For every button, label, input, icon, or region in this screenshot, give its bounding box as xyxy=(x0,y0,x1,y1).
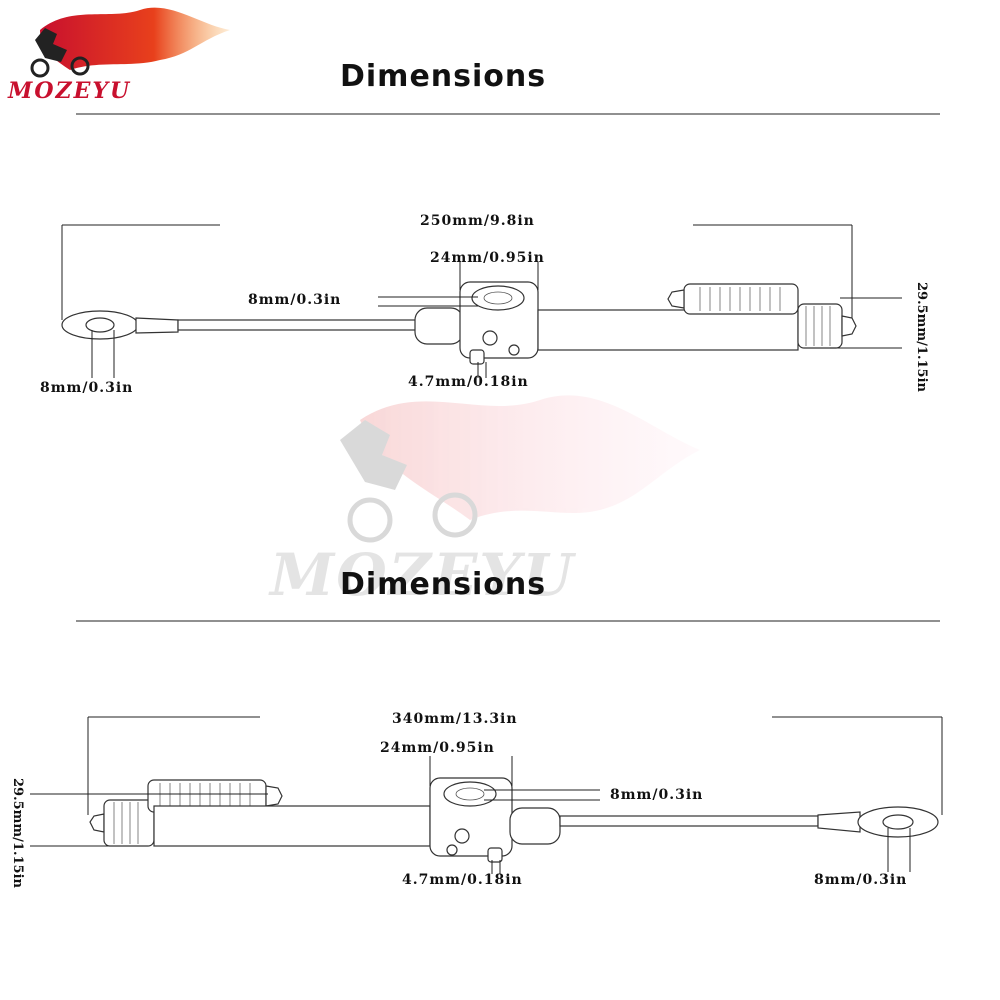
watermark-wheel-icon xyxy=(432,492,478,538)
brand-logo: MOZEYU xyxy=(7,7,230,104)
adjuster-cap xyxy=(667,289,685,309)
rider-silhouette-icon xyxy=(35,28,67,62)
knurled-adjuster xyxy=(683,283,799,315)
total-length-label: 250mm/9.8in xyxy=(420,213,535,229)
section-heading: Dimensions xyxy=(340,567,546,602)
mount-hole xyxy=(508,344,520,356)
body-width-label: 24mm/0.95in xyxy=(380,740,495,756)
threaded-end xyxy=(797,303,843,349)
mount-hole xyxy=(454,828,470,844)
watermark-rider-icon xyxy=(340,420,407,490)
thread-lines xyxy=(805,306,831,346)
mount-pin xyxy=(487,847,503,863)
threaded-end xyxy=(103,799,155,847)
threaded-tip xyxy=(841,315,857,337)
knurl-lines xyxy=(699,287,781,311)
wheel-icon xyxy=(30,58,50,78)
bore-upper-label: 8mm/0.3in xyxy=(248,292,341,308)
height-label: 29.5mm/1.15in xyxy=(914,282,929,393)
section-short-damper: Dimensions 250mm/9.8in xyxy=(40,59,940,396)
section-heading: Dimensions xyxy=(340,59,546,94)
center-clamp xyxy=(414,307,464,345)
piston-rod xyxy=(559,815,819,827)
mount-pin xyxy=(469,349,485,365)
center-clamp xyxy=(509,807,561,845)
bore-upper-label: 8mm/0.3in xyxy=(610,787,703,803)
rod-eye-neck xyxy=(817,811,861,833)
mount-bore xyxy=(443,781,497,807)
pin-label: 4.7mm/0.18in xyxy=(408,374,529,390)
total-length-label: 340mm/13.3in xyxy=(392,711,518,727)
rod-eye-neck xyxy=(135,317,179,334)
damper-body xyxy=(153,805,431,847)
height-label: 29.5mm/1.15in xyxy=(10,778,25,889)
watermark: MOZEYU xyxy=(268,395,700,609)
mount-bore-inner xyxy=(455,787,485,801)
wheel-icon xyxy=(70,56,90,76)
piston-rod xyxy=(177,319,417,331)
thread-lines xyxy=(113,802,139,844)
mount-hole xyxy=(446,844,458,856)
knurl-lines xyxy=(159,783,251,809)
rod-eye-bore xyxy=(85,317,115,333)
rod-eye-bore xyxy=(882,814,914,830)
eye-bore-label: 8mm/0.3in xyxy=(40,380,133,396)
watermark-text: MOZEYU xyxy=(268,541,577,609)
watermark-flame-shape xyxy=(360,395,700,520)
eye-bore-label: 8mm/0.3in xyxy=(814,872,907,888)
logo-text: MOZEYU xyxy=(7,78,131,104)
section-long-damper: Dimensions 340mm/13.3in xyxy=(10,567,943,889)
mount-hole xyxy=(482,330,498,346)
flame-shape xyxy=(40,7,230,71)
mount-bore-inner xyxy=(483,291,513,305)
adjuster-cap xyxy=(265,785,283,807)
watermark-wheel-icon xyxy=(347,497,393,543)
damper-body xyxy=(537,309,799,351)
body-width-label: 24mm/0.95in xyxy=(430,250,545,266)
pin-label: 4.7mm/0.18in xyxy=(402,872,523,888)
mount-bore xyxy=(471,285,525,311)
threaded-tip xyxy=(89,813,105,833)
